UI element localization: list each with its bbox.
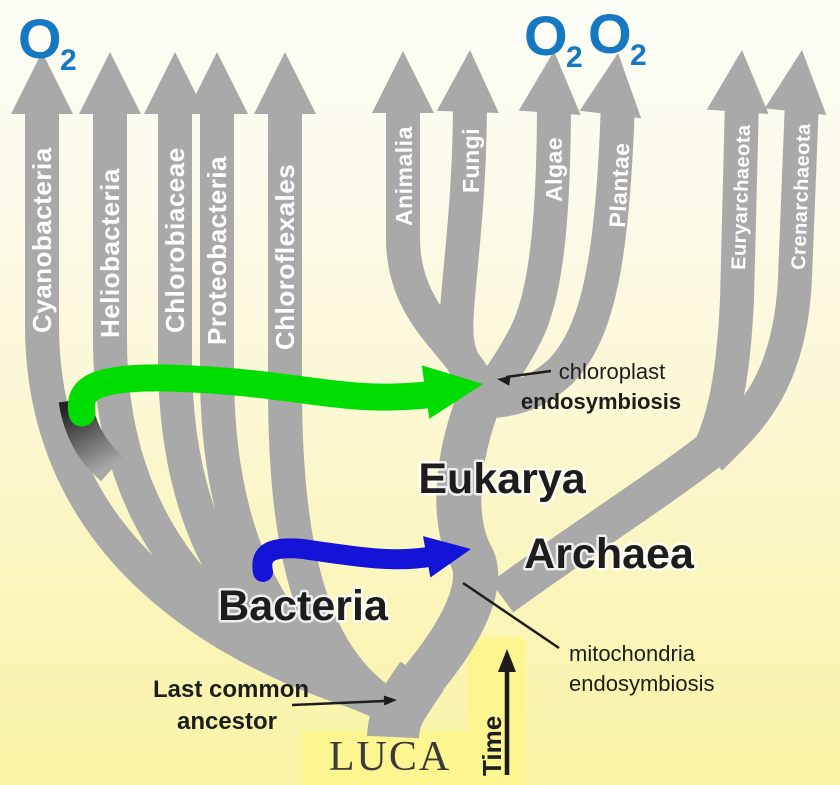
cyanobacteria-label: Cyanobacteria xyxy=(27,147,57,333)
cyanobacteria-arrowhead-icon xyxy=(11,52,73,114)
mitochondria-transfer-arrow xyxy=(252,536,471,582)
crenarchaeota-branch xyxy=(697,99,819,471)
mitochondria-annotation-line2: endosymbiosis xyxy=(569,671,715,696)
chloroflexales-arrowhead-icon xyxy=(254,52,316,114)
animalia-arrowhead-icon xyxy=(372,51,434,113)
animalia-label: Animalia xyxy=(391,126,417,226)
eukarya-domain-label: Eukarya xyxy=(418,455,586,503)
plantae-branch xyxy=(490,101,635,418)
o2-subscript: 2 xyxy=(60,44,77,77)
chloroplast-pointer-line xyxy=(505,369,552,379)
green-arrowhead-icon xyxy=(421,365,483,419)
eukarya-trunk xyxy=(405,374,507,694)
ancestor-annotation-line2: ancestor xyxy=(177,708,277,735)
o2-label-cyanobacteria: O xyxy=(18,7,62,70)
proteobacteria-arrowhead-icon xyxy=(186,52,248,114)
mitochondria-pointer-line xyxy=(462,581,560,650)
chlorobiaceae-label: Chlorobiaceae xyxy=(160,147,190,333)
tree-branches xyxy=(25,99,819,740)
heliobacteria-arrowhead-icon xyxy=(79,52,141,114)
blue-arrow-body xyxy=(252,538,444,582)
domain-labels: Eukarya Archaea Bacteria xyxy=(216,453,698,633)
algae-label: Algae xyxy=(541,137,567,202)
time-axis-label: Time xyxy=(477,716,507,776)
oxygen-labels: O 2 O 2 O 2 xyxy=(18,2,647,77)
mitochondria-annotation-line1: mitochondria xyxy=(569,641,696,666)
o2-label-plantae: O xyxy=(588,2,632,65)
chloroflexales-label: Chloroflexales xyxy=(270,164,300,350)
annotations: chloroplast endosymbiosis mitochondria e… xyxy=(153,359,715,780)
plantae-arrowhead-icon xyxy=(579,53,642,119)
branch-arrowheads xyxy=(11,50,827,119)
plantae-label: Plantae xyxy=(604,142,634,229)
time-axis-arrowhead-icon xyxy=(498,649,516,672)
luca-highlight-box xyxy=(302,731,520,785)
euryarchaeota-label: Euryarchaeota xyxy=(728,124,755,271)
chlorobiaceae-arrowhead-icon xyxy=(144,52,206,114)
crenarchaeota-label: Crenarchaeota xyxy=(788,123,815,271)
chloroplast-annotation-line1: chloroplast xyxy=(559,359,665,384)
euryarchaeota-arrowhead-icon xyxy=(706,50,769,115)
archaea-domain-label: Archaea xyxy=(524,530,695,578)
o2-label-algae: O xyxy=(524,4,568,67)
fungi-label: Fungi xyxy=(458,128,484,193)
fungi-branch xyxy=(439,99,497,404)
fungi-arrowhead-icon xyxy=(436,50,499,114)
archaea-trunk xyxy=(490,436,720,613)
crenarchaeota-arrowhead-icon xyxy=(764,50,827,115)
chloroplast-pointer-arrowhead-icon xyxy=(497,375,511,386)
ancestor-pointer-arrowhead-icon xyxy=(383,695,397,706)
chloroplast-transfer-arrow xyxy=(67,364,483,427)
blue-arrowhead-icon xyxy=(423,536,471,578)
luca-trunk xyxy=(367,661,444,740)
algae-arrowhead-icon xyxy=(518,51,581,116)
proteobacteria-label: Proteobacteria xyxy=(202,156,232,345)
o2-subscript: 2 xyxy=(566,41,583,74)
pointer-lines xyxy=(291,369,560,775)
branch-labels: Cyanobacteria Heliobacteria Chlorobiacea… xyxy=(27,123,815,350)
luca-label: LUCA xyxy=(329,734,451,780)
chloroplast-annotation-line2: endosymbiosis xyxy=(521,389,681,414)
ancestor-pointer-line xyxy=(291,699,385,707)
heliobacteria-label: Heliobacteria xyxy=(95,168,125,338)
algae-branch xyxy=(473,99,571,405)
o2-subscript: 2 xyxy=(630,39,647,72)
chloroflexales-branch xyxy=(268,100,411,730)
green-arrow-body xyxy=(67,364,440,427)
bacteria-domain-label: Bacteria xyxy=(218,582,389,630)
ancestor-annotation-line1: Last common xyxy=(153,676,309,703)
